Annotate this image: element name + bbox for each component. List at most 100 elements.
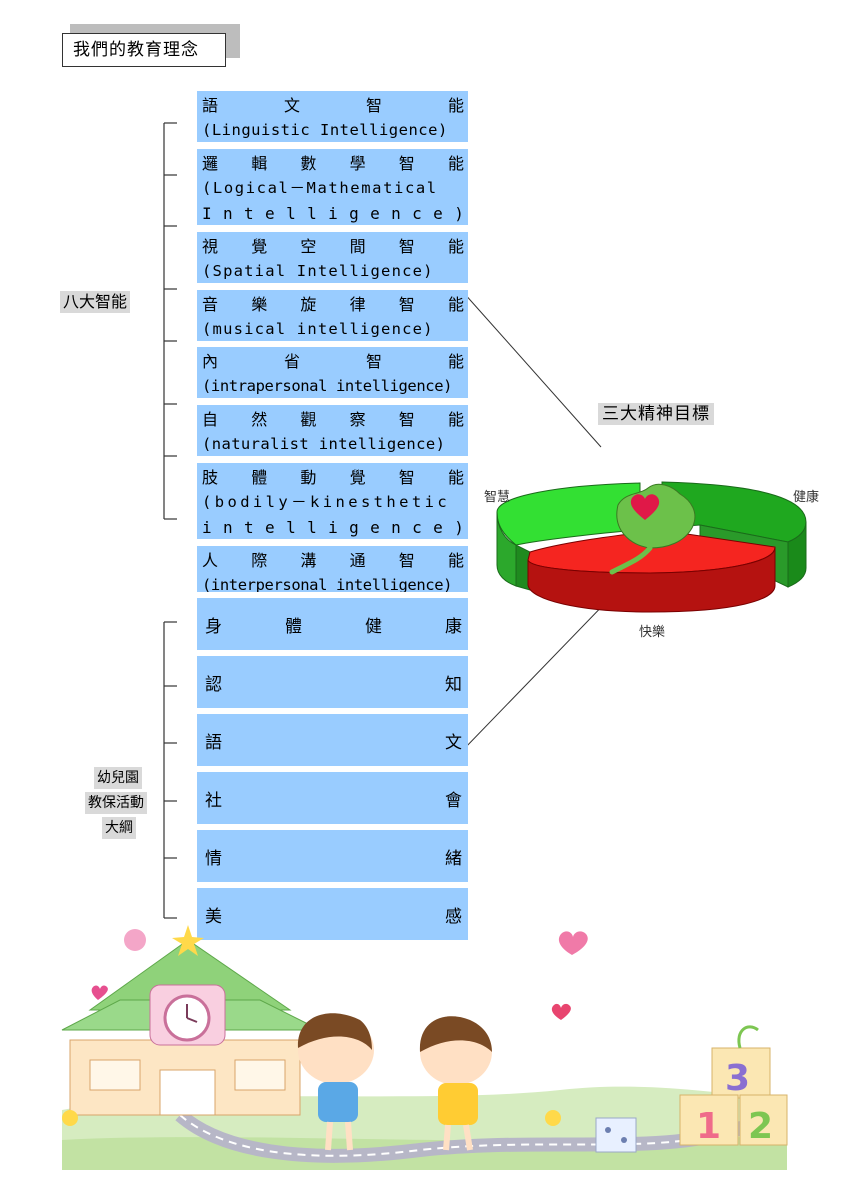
char: n (391, 518, 401, 537)
char: 智 (398, 410, 415, 429)
curriculum-label-line1: 幼兒園 (94, 767, 142, 789)
intelligence-english: (bodily－kinesthetic (202, 493, 451, 511)
char: 間 (349, 237, 366, 256)
intelligence-group-label: 八大智能 (60, 291, 131, 313)
char: 智 (398, 154, 415, 173)
pie-label-wisdom: 智慧 (484, 490, 511, 505)
char: 覺 (251, 237, 268, 256)
goals-title: 三大精神目標 (598, 403, 714, 425)
char: 語 (205, 732, 222, 753)
char: 身 (205, 616, 222, 637)
char: 能 (447, 352, 464, 371)
char: n (223, 518, 233, 537)
char: 語 (202, 96, 219, 115)
intelligence-english: (Linguistic Intelligence) (202, 121, 448, 139)
char: ) (454, 518, 464, 537)
intelligence-intrapersonal: 內省智能 (intrapersonal intelligence) (197, 347, 468, 398)
curriculum-label-line2: 教保活動 (85, 792, 147, 814)
char: i (328, 204, 338, 223)
intelligence-name-row: 邏輯數學智能 (202, 151, 464, 176)
char: 自 (202, 410, 219, 429)
char: 然 (251, 410, 268, 429)
char: 學 (349, 154, 366, 173)
char: 知 (445, 674, 462, 695)
char: 能 (447, 154, 464, 173)
char: 體 (285, 616, 302, 637)
char: 通 (349, 551, 366, 570)
char: e (370, 518, 380, 537)
intelligence-linguistic: 語文智能 (Linguistic Intelligence) (197, 91, 468, 142)
char: 肢 (202, 468, 219, 487)
char: 文 (445, 732, 462, 753)
char: 能 (447, 295, 464, 314)
char: c (412, 204, 422, 223)
char: 溝 (300, 551, 317, 570)
char: l (286, 204, 296, 223)
char: 際 (251, 551, 268, 570)
number-blocks-icon: 3 1 2 (679, 1025, 788, 1147)
intelligence-english: (Logical－Mathematical (202, 179, 438, 197)
char: n (391, 204, 401, 223)
intelligence-name-row: 音樂旋律智能 (202, 292, 464, 317)
char: 緒 (445, 848, 462, 869)
char: 空 (300, 237, 317, 256)
char: 智 (365, 352, 382, 371)
char: 康 (445, 616, 462, 637)
char: 樂 (251, 295, 268, 314)
child-boy-icon (297, 1013, 374, 1151)
char: n (223, 204, 233, 223)
char: 省 (283, 352, 300, 371)
intelligence-name-row: 視覺空間智能 (202, 234, 464, 259)
char: g (349, 518, 359, 537)
curriculum-physical-health: 身體健康 (197, 598, 468, 650)
char: 能 (447, 237, 464, 256)
pie-slice-happiness-side (527, 546, 776, 613)
char: 體 (251, 468, 268, 487)
svg-text:3: 3 (725, 1058, 750, 1099)
char: l (286, 518, 296, 537)
char: 輯 (251, 154, 268, 173)
char: I (202, 204, 212, 223)
char: 能 (447, 551, 464, 570)
intelligence-english: (musical intelligence) (202, 320, 434, 338)
char: 律 (349, 295, 366, 314)
char: e (265, 204, 275, 223)
char: ) (454, 204, 464, 223)
char: 覺 (349, 468, 366, 487)
char: l (307, 204, 317, 223)
char: 視 (202, 237, 219, 256)
char: c (412, 518, 422, 537)
char: 健 (365, 616, 382, 637)
char: 感 (445, 906, 462, 927)
char: 音 (202, 295, 219, 314)
school-building (61, 925, 321, 1116)
char: 能 (447, 410, 464, 429)
intelligence-name-row: 內省智能 (202, 349, 464, 374)
curriculum-label-line3: 大綱 (102, 817, 136, 839)
char: 美 (205, 906, 222, 927)
svg-text:2: 2 (748, 1106, 773, 1147)
pie-label-happiness: 快樂 (639, 625, 666, 640)
intelligence-english: (naturalist intelligence) (202, 435, 446, 453)
char: e (370, 204, 380, 223)
char: 數 (300, 154, 317, 173)
curriculum-emotion: 情緒 (197, 830, 468, 882)
intelligence-name-row: 肢體動覺智能 (202, 465, 464, 490)
char: 智 (398, 295, 415, 314)
curriculum-social: 社會 (197, 772, 468, 824)
char: 智 (398, 237, 415, 256)
char: 內 (202, 352, 219, 371)
char: 察 (349, 410, 366, 429)
char: e (265, 518, 275, 537)
intelligence-name-row: 自然觀察智能 (202, 407, 464, 432)
char: 智 (365, 96, 382, 115)
pie-slice-wisdom (496, 482, 641, 546)
char: 社 (205, 790, 222, 811)
char: 人 (202, 551, 219, 570)
char: g (349, 204, 359, 223)
curriculum-language: 語文 (197, 714, 468, 766)
